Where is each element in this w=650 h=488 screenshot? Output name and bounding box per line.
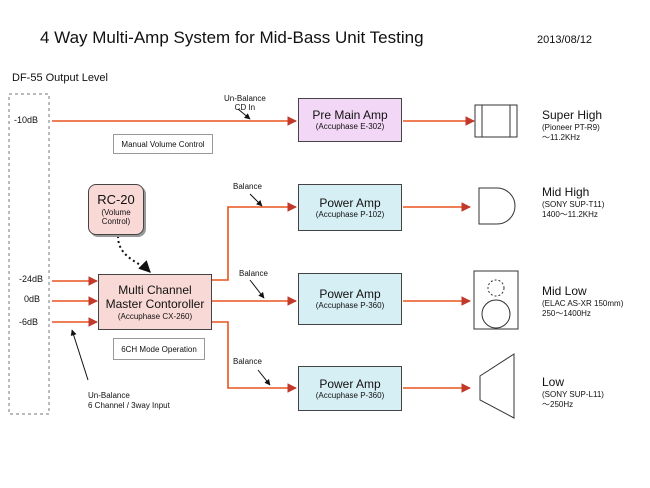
mode-text: 6CH Mode Operation bbox=[121, 344, 197, 354]
line-out-low bbox=[212, 321, 297, 393]
pre-main-amp: Pre Main Amp (Accuphase E-302) bbox=[298, 98, 402, 142]
input-label-channels: 6 Channel / 3way Input bbox=[88, 401, 170, 410]
speaker-unit: (ELAC AS-XR 150mm) bbox=[542, 298, 624, 308]
amp-model: (Accuphase P-360) bbox=[315, 390, 385, 400]
speaker-label-low: Low (SONY SUP-L11) ～250Hz bbox=[542, 375, 604, 410]
speaker-range: ～250Hz bbox=[542, 399, 574, 409]
speaker-band: Super High bbox=[542, 108, 603, 122]
mode-note: 6CH Mode Operation bbox=[113, 338, 205, 360]
amp-name: Power Amp bbox=[319, 287, 381, 301]
level-minus-6db: -6dB bbox=[19, 317, 39, 327]
level-minus-24db: -24dB bbox=[19, 274, 44, 284]
speaker-mid-low-icon bbox=[473, 270, 519, 330]
controller-model: (Accuphase CX-260) bbox=[117, 311, 193, 321]
speaker-band: Low bbox=[542, 375, 565, 389]
rc20-cable bbox=[117, 235, 151, 273]
speaker-label-super-high: Super High (Pioneer PT-R9) ～11.2KHz bbox=[542, 108, 603, 143]
speaker-range: ～11.2KHz bbox=[542, 132, 581, 142]
power-amp-low: Power Amp (Accuphase P-360) bbox=[298, 366, 402, 411]
page-title: 4 Way Multi-Amp System for Mid-Bass Unit… bbox=[40, 28, 424, 47]
power-amp-mid-high: Power Amp (Accuphase P-102) bbox=[298, 184, 402, 231]
pointer-cd-in bbox=[237, 108, 251, 120]
speaker-range: 250～1400Hz bbox=[542, 308, 591, 318]
controller-name: Multi Channel Master Contoroller bbox=[105, 282, 205, 312]
output-level-label: DF-55 Output Level bbox=[12, 72, 108, 84]
level-0db: 0dB bbox=[24, 294, 41, 304]
speaker-band: Mid High bbox=[542, 185, 590, 199]
line-out-mid-high bbox=[212, 202, 297, 281]
amp-model: (Accuphase P-102) bbox=[315, 209, 385, 219]
pointer-input bbox=[70, 329, 89, 381]
balance-label-3: Balance bbox=[233, 357, 262, 366]
speaker-label-mid-low: Mid Low (ELAC AS-XR 150mm) 250～1400Hz bbox=[542, 284, 624, 319]
speaker-label-mid-high: Mid High (SONY SUP-T11) 1400～11.2KHz bbox=[542, 185, 605, 220]
manual-volume-text: Manual Volume Control bbox=[121, 139, 205, 149]
speaker-mid-high-icon bbox=[478, 187, 516, 225]
amp-name: Pre Main Amp bbox=[312, 108, 388, 122]
input-label-unbalance: Un-Balance bbox=[88, 391, 130, 400]
amp-model: (Accuphase P-360) bbox=[315, 301, 385, 311]
df55-output-box bbox=[8, 93, 50, 415]
power-amp-mid-low: Power Amp (Accuphase P-360) bbox=[298, 273, 402, 325]
master-controller: Multi Channel Master Contoroller (Accuph… bbox=[98, 274, 212, 330]
speaker-unit: (SONY SUP-L11) bbox=[542, 389, 604, 399]
balance-label-2: Balance bbox=[239, 269, 268, 278]
speaker-unit: (SONY SUP-T11) bbox=[542, 199, 605, 209]
balance-label-1: Balance bbox=[233, 182, 262, 191]
pointer-balance-2 bbox=[249, 279, 265, 299]
manual-volume-note: Manual Volume Control bbox=[113, 134, 213, 154]
amp-name: Power Amp bbox=[319, 195, 381, 210]
pointer-balance-3 bbox=[257, 369, 271, 386]
cd-in-label: Un-Balance CD In bbox=[224, 94, 266, 113]
level-minus-10db: -10dB bbox=[14, 115, 39, 125]
rc20-remote: RC-20 (Volume Control) bbox=[88, 184, 144, 235]
amp-model: (Accuphase E-302) bbox=[315, 122, 385, 132]
speaker-range: 1400～11.2KHz bbox=[542, 209, 598, 219]
rc20-name: RC-20 bbox=[97, 192, 135, 208]
speaker-super-high-icon bbox=[474, 104, 518, 138]
speaker-low-icon bbox=[479, 353, 515, 419]
speaker-unit: (Pioneer PT-R9) bbox=[542, 122, 600, 132]
amp-name: Power Amp bbox=[319, 376, 381, 391]
pointer-balance-1 bbox=[249, 193, 263, 207]
date-label: 2013/08/12 bbox=[537, 34, 593, 46]
speaker-band: Mid Low bbox=[542, 284, 587, 298]
rc20-desc: (Volume Control) bbox=[101, 207, 131, 227]
